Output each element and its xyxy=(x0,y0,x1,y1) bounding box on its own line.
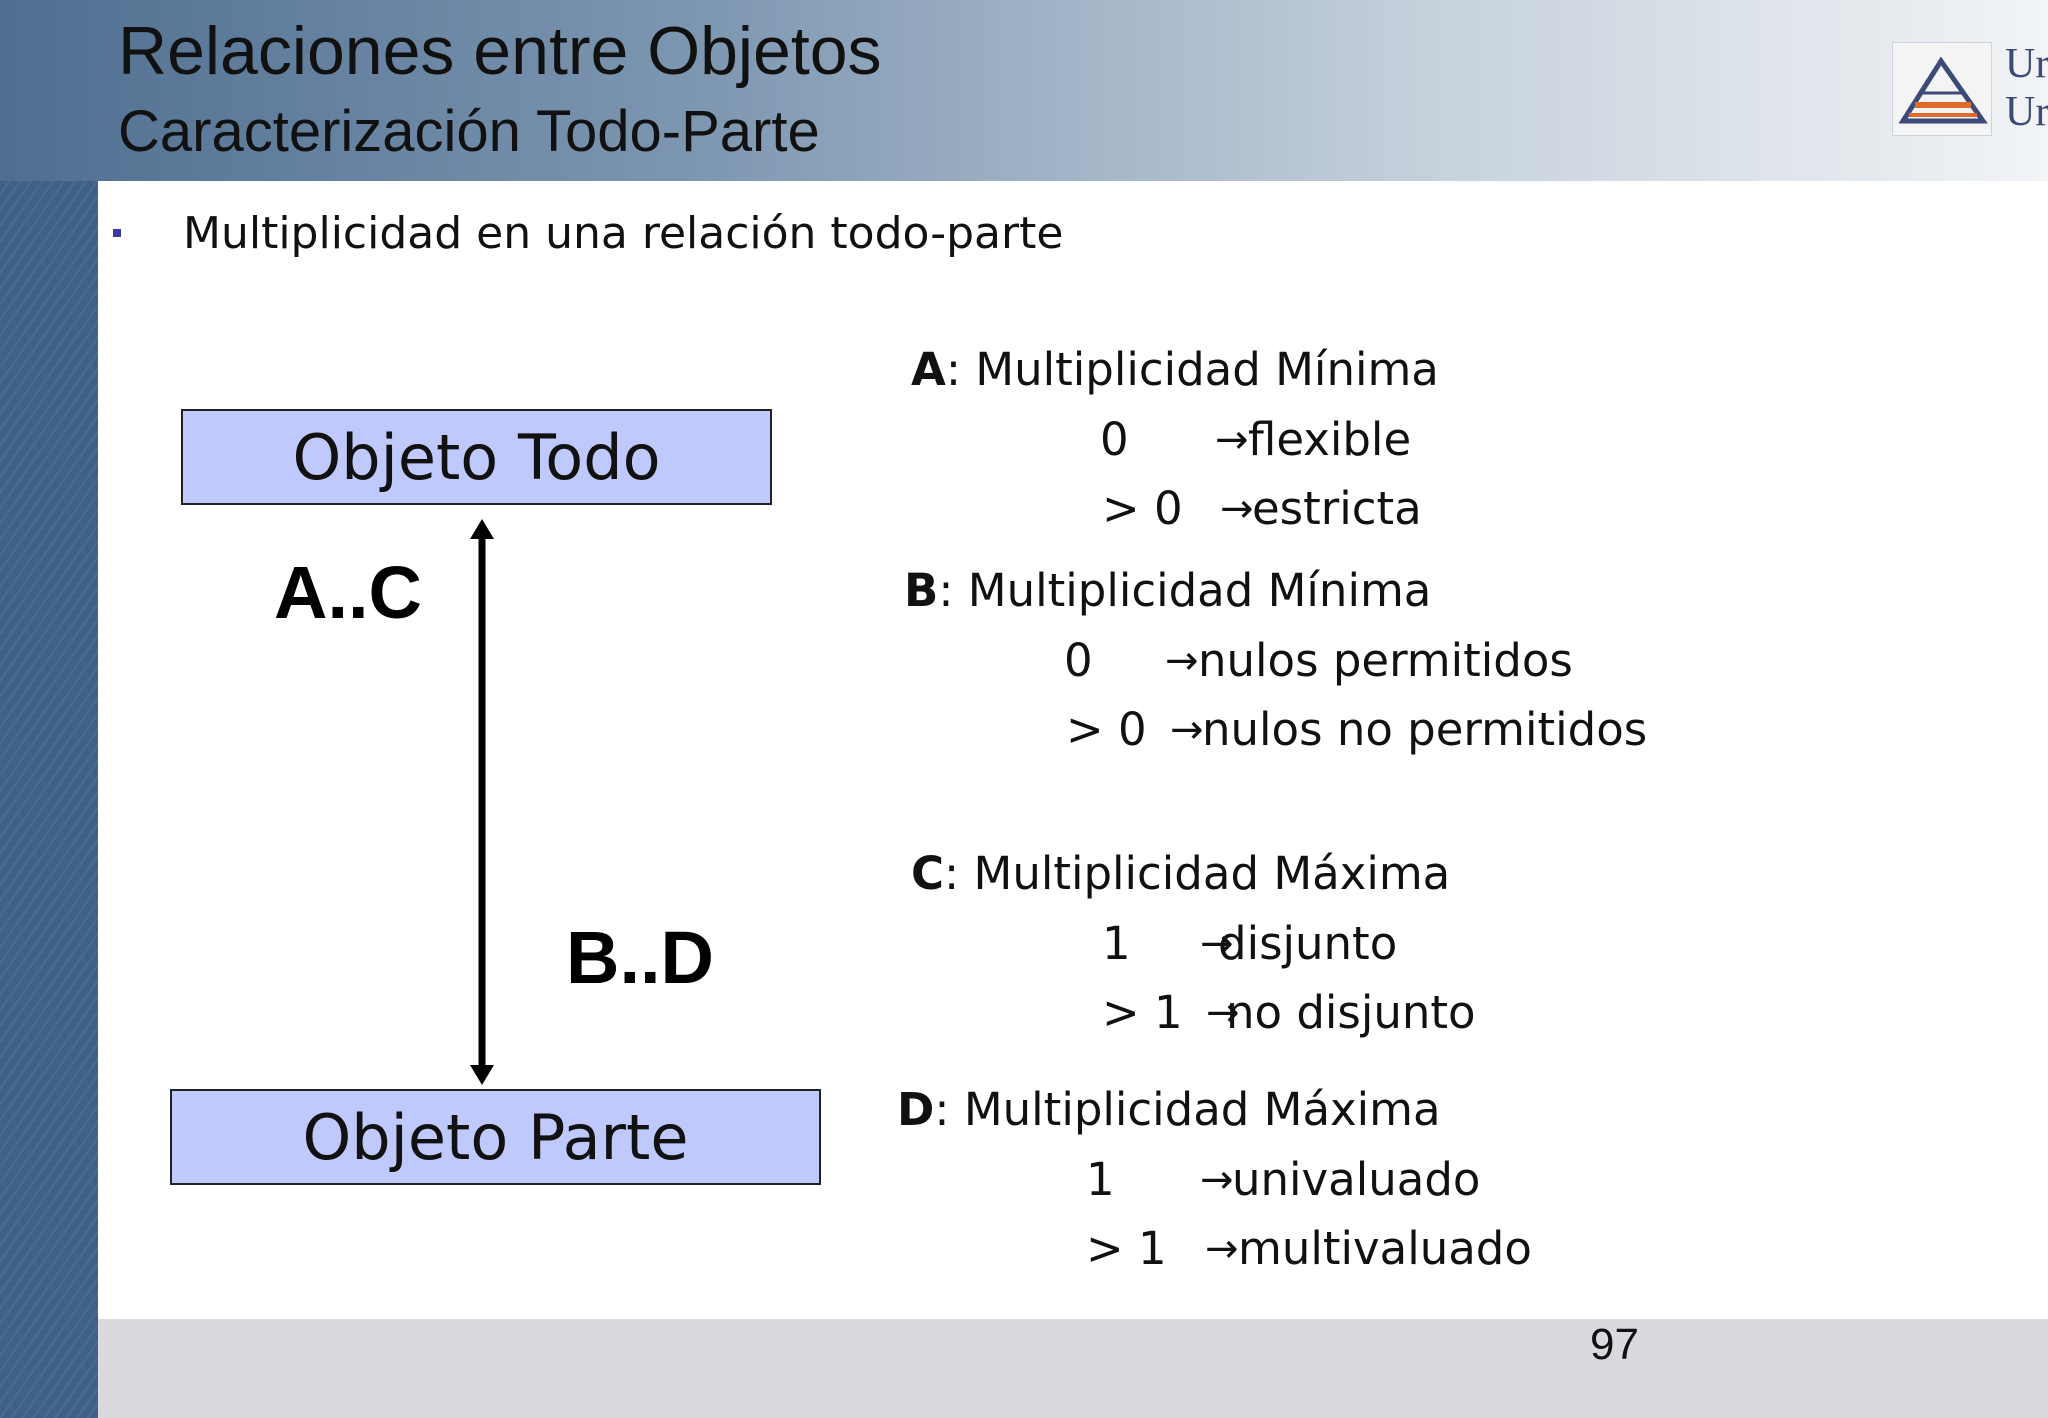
legend-a-title: A: Multiplicidad Mínima xyxy=(911,343,1439,396)
legend-b-row1-value: 0 xyxy=(1064,634,1093,687)
whole-object-label: Objeto Todo xyxy=(292,420,661,494)
legend-b-row1-meaning: nulos permitidos xyxy=(1198,634,1573,687)
legend-a-row1-arrow-icon: → xyxy=(1215,417,1249,463)
legend-d-row2-arrow-icon: → xyxy=(1205,1226,1239,1272)
legend-a-row1-value: 0 xyxy=(1100,413,1129,466)
multiplicity-label-upper: A..C xyxy=(274,551,422,634)
slide-header xyxy=(0,0,2048,181)
university-logo xyxy=(1892,42,1992,136)
legend-c-key: C xyxy=(911,847,945,900)
legend-d-title: D: Multiplicidad Máxima xyxy=(897,1083,1441,1136)
part-object-label: Objeto Parte xyxy=(302,1100,689,1174)
legend-d-title-text: : Multiplicidad Máxima xyxy=(934,1083,1441,1136)
legend-c-row2-arrow-icon: → xyxy=(1206,990,1240,1036)
legend-c-row2-meaning: no disjunto xyxy=(1226,986,1476,1039)
logo-line-1: Ur xyxy=(2005,41,2048,87)
slide-sidebar xyxy=(0,181,98,1418)
multiplicity-label-lower: B..D xyxy=(566,916,714,999)
logo-triangle-icon xyxy=(1898,56,1988,124)
legend-c-title-text: : Multiplicidad Máxima xyxy=(944,847,1451,900)
legend-a-row2-meaning: estricta xyxy=(1252,482,1422,535)
legend-d-key: D xyxy=(897,1083,935,1136)
page-number: 97 xyxy=(1590,1320,1639,1369)
legend-a-title-text: : Multiplicidad Mínima xyxy=(945,343,1439,396)
legend-d-row1-meaning: univaluado xyxy=(1232,1153,1481,1206)
logo-wordmark: Ur Ur xyxy=(2005,40,2048,136)
legend-a-key: A xyxy=(911,343,946,396)
part-object-box: Objeto Parte xyxy=(170,1089,821,1185)
legend-b-row2-meaning: nulos no permitidos xyxy=(1202,703,1648,756)
legend-c-row1-arrow-icon: → xyxy=(1200,921,1234,967)
double-arrow-icon xyxy=(470,519,494,1085)
bullet-marker xyxy=(113,229,121,237)
legend-d-row1-arrow-icon: → xyxy=(1200,1157,1234,1203)
legend-c-row1-value: 1 xyxy=(1102,917,1131,970)
legend-b-row2-value: > 0 xyxy=(1066,703,1147,756)
legend-a-row1-meaning: flexible xyxy=(1248,413,1412,466)
legend-b-title-text: : Multiplicidad Mínima xyxy=(938,564,1432,617)
legend-d-row2-value: > 1 xyxy=(1086,1222,1167,1275)
legend-a-row2-arrow-icon: → xyxy=(1220,486,1254,532)
legend-d-row1-value: 1 xyxy=(1086,1153,1115,1206)
legend-b-title: B: Multiplicidad Mínima xyxy=(904,564,1431,617)
legend-b-row1-arrow-icon: → xyxy=(1165,638,1199,684)
legend-c-row1-meaning: disjunto xyxy=(1218,917,1398,970)
slide-title: Relaciones entre Objetos xyxy=(118,13,882,89)
legend-c-row2-value: > 1 xyxy=(1102,986,1183,1039)
legend-c-title: C: Multiplicidad Máxima xyxy=(911,847,1450,900)
bullet-text: Multiplicidad en una relación todo-parte xyxy=(183,208,1064,259)
logo-line-2: Ur xyxy=(2005,89,2048,135)
slide-footer xyxy=(98,1319,2048,1418)
slide-subtitle: Caracterización Todo-Parte xyxy=(118,99,820,164)
legend-a-row2-value: > 0 xyxy=(1102,482,1183,535)
legend-b-row2-arrow-icon: → xyxy=(1170,707,1204,753)
legend-b-key: B xyxy=(904,564,939,617)
legend-d-row2-meaning: multivaluado xyxy=(1238,1222,1532,1275)
whole-object-box: Objeto Todo xyxy=(181,409,772,505)
